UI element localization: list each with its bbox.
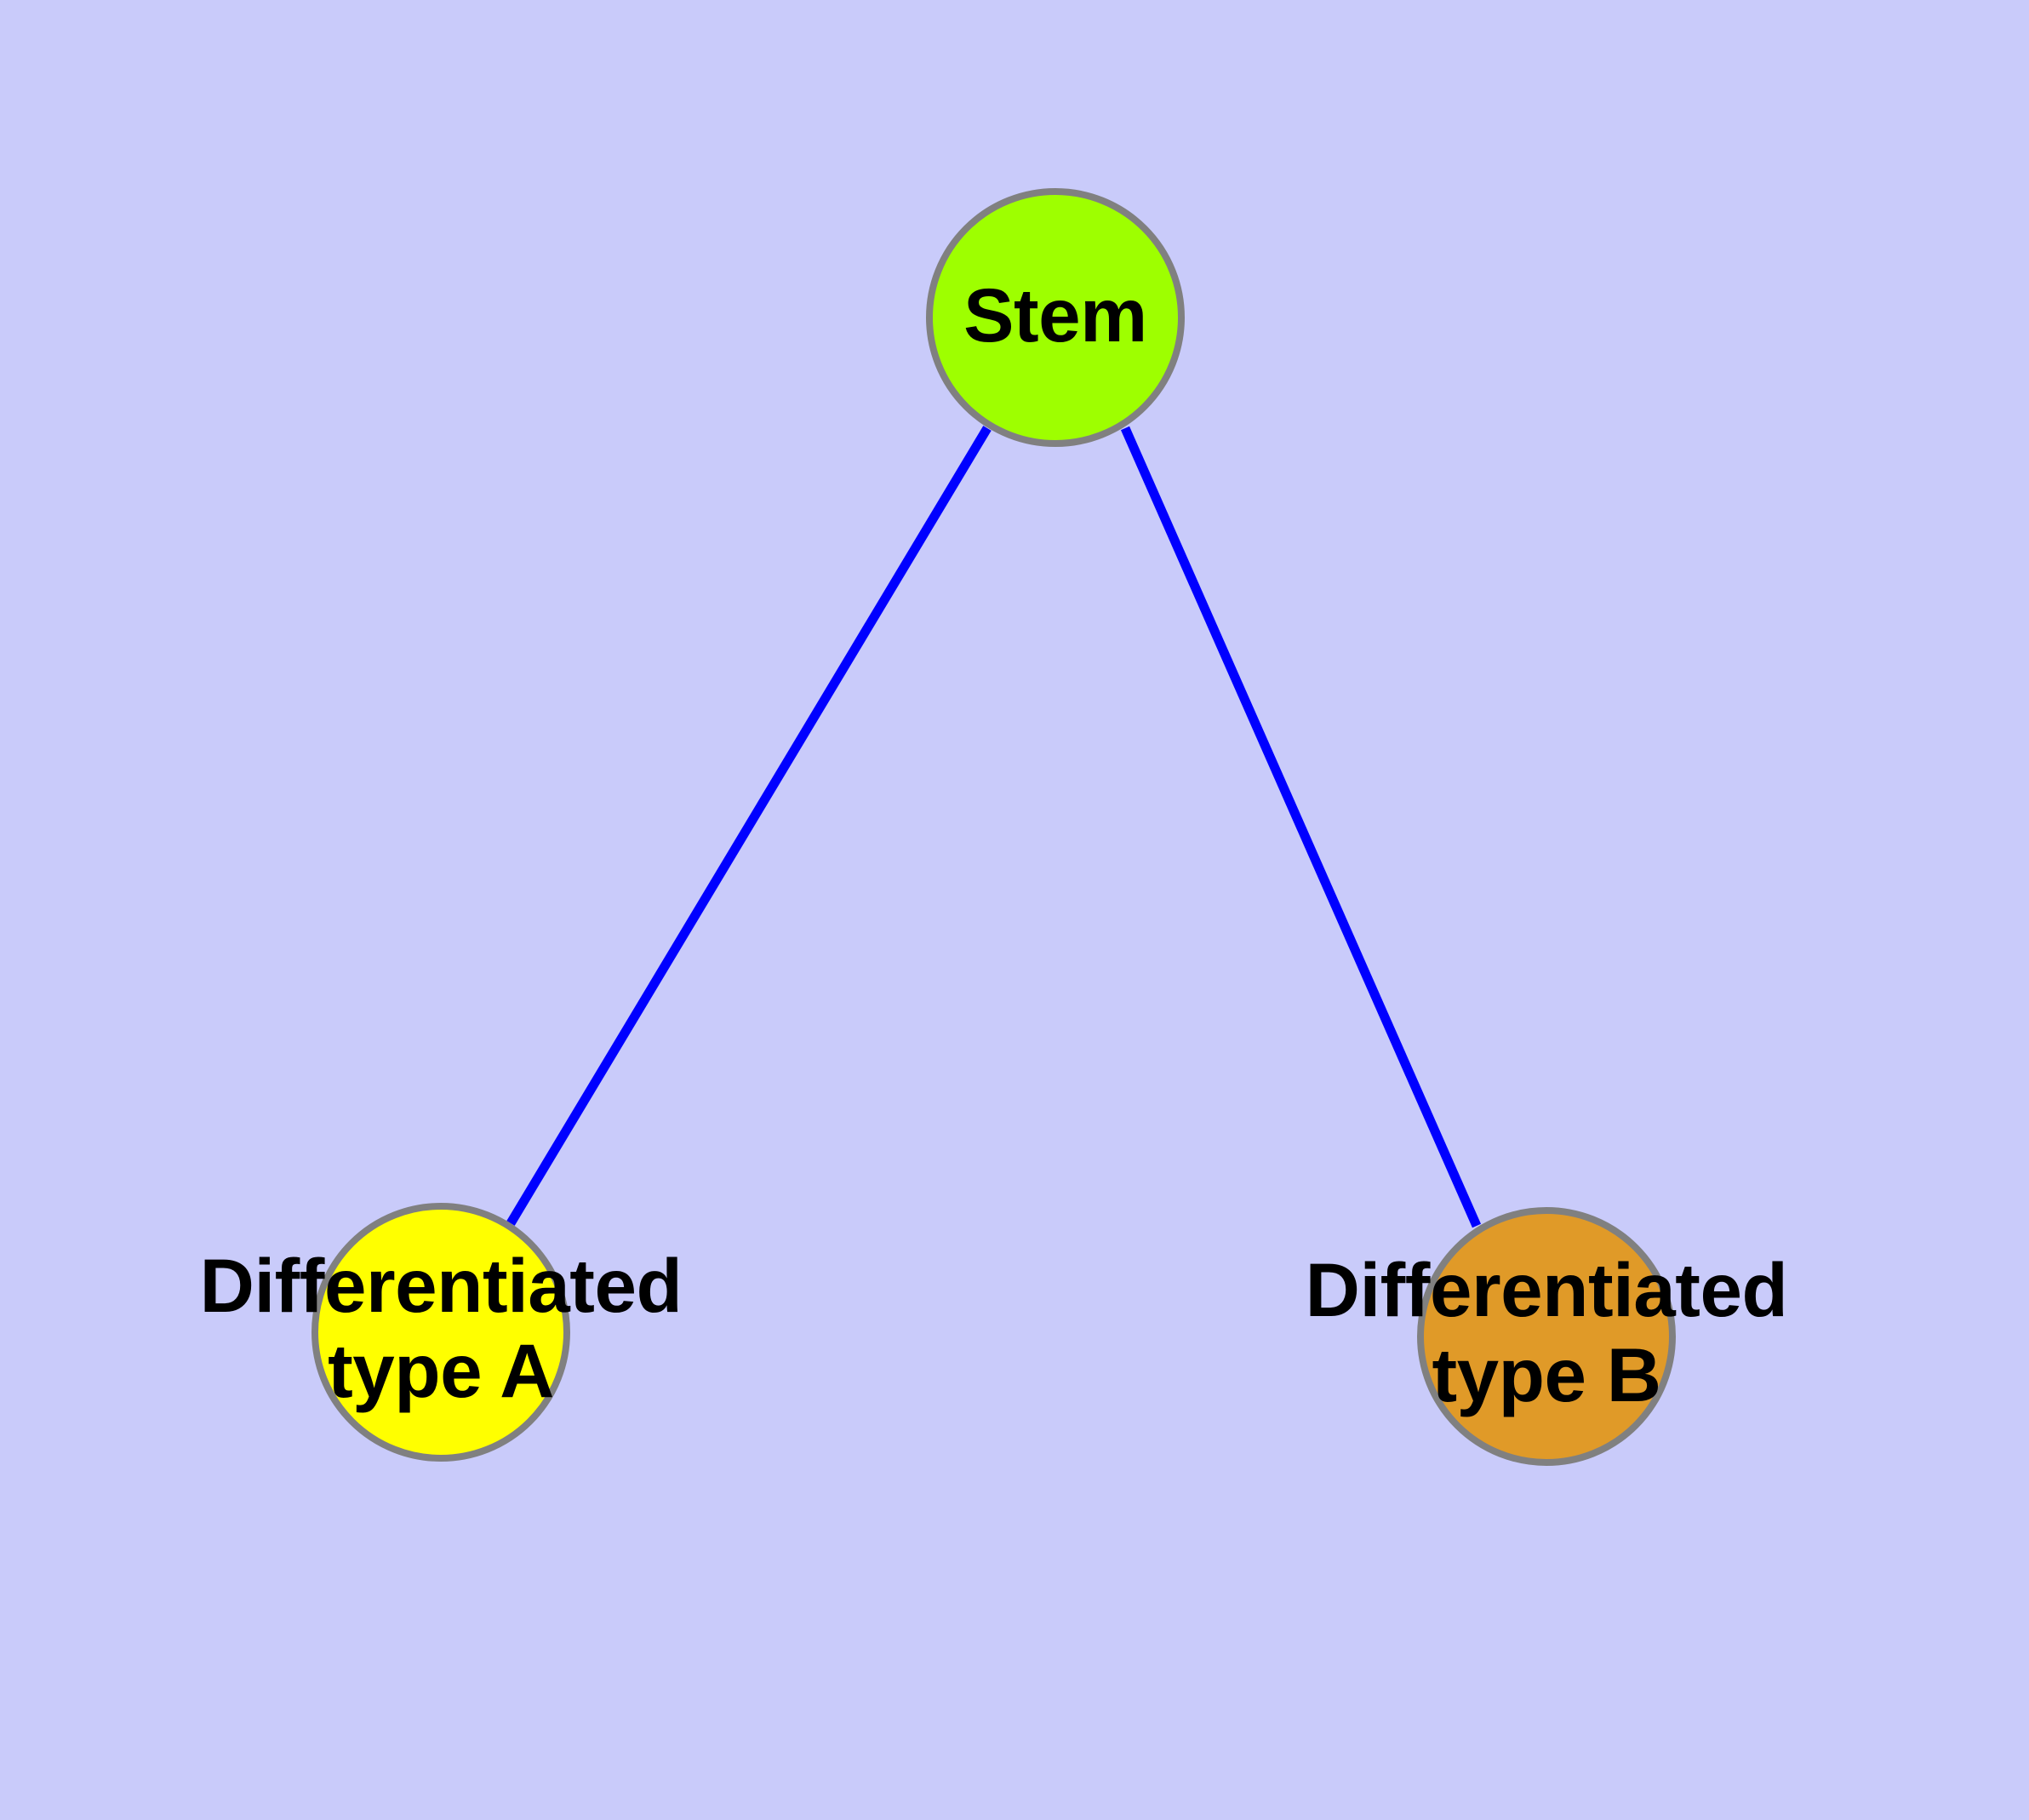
node-label-differentiated-type-a-line-2: type A [328, 1327, 554, 1413]
node-label-stem: Stem [757, 272, 1353, 358]
node-label-differentiated-type-b-line-2: type B [1432, 1331, 1662, 1417]
node-stem[interactable] [926, 188, 1185, 447]
node-differentiated-type-b[interactable] [1417, 1207, 1676, 1466]
node-label-stem-line-1: Stem [963, 272, 1147, 358]
edge-stem-to-differentiated-type-a [506, 426, 992, 1226]
node-label-differentiated-type-b-line-1: Differentiated [1305, 1247, 1788, 1332]
node-differentiated-type-a[interactable] [311, 1203, 570, 1462]
edge-stem-to-differentiated-type-b [1120, 426, 1482, 1228]
node-label-differentiated-type-a-line-1: Differentiated [199, 1243, 683, 1328]
